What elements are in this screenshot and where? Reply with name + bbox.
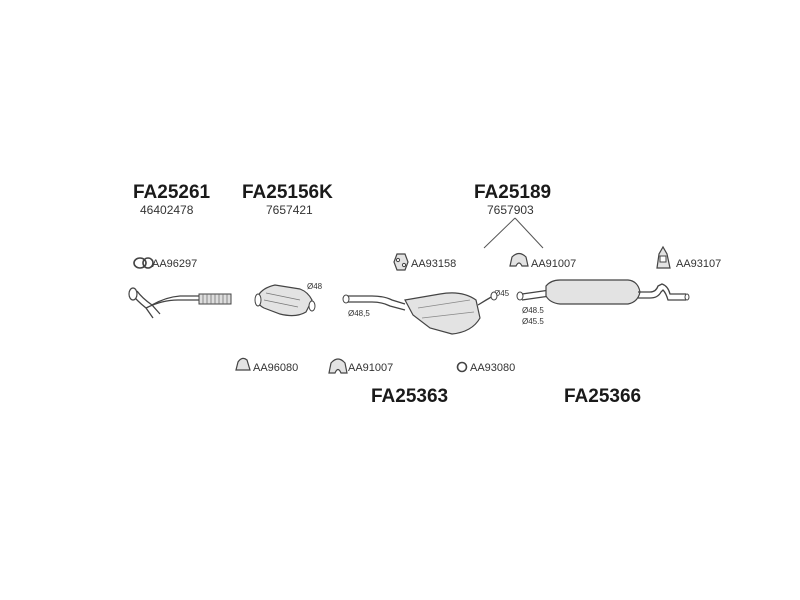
rubber-mount-icon	[393, 253, 409, 271]
front-pipe	[128, 287, 232, 319]
kit-code-fa25363[interactable]: FA25363	[371, 386, 449, 407]
diameter-label: Ø48,5	[348, 309, 370, 318]
accessory-code[interactable]: AA93107	[676, 258, 722, 270]
connector-line	[514, 217, 544, 249]
accessory-code[interactable]: AA93158	[411, 258, 457, 270]
diameter-label: Ø48	[307, 282, 323, 291]
oem-number-46402478: 46402478	[140, 203, 194, 217]
diameter-label: Ø45.5	[522, 317, 544, 326]
rear-silencer	[516, 279, 690, 305]
kit-code-fa25261[interactable]: FA25261	[133, 182, 211, 203]
gasket-icon	[133, 257, 154, 269]
kit-code-fa25156k[interactable]: FA25156K	[242, 182, 333, 203]
kit-code-fa25189[interactable]: FA25189	[474, 182, 552, 203]
diameter-label: Ø48.5	[522, 306, 544, 315]
seal-icon	[235, 357, 251, 371]
clamp-icon	[509, 252, 529, 267]
clamp-icon	[328, 358, 348, 374]
accessory-code[interactable]: AA93080	[470, 362, 516, 374]
connector-line	[483, 217, 516, 249]
kit-code-fa25366[interactable]: FA25366	[564, 386, 642, 407]
accessory-code[interactable]: AA96080	[253, 362, 299, 374]
diameter-label: Ø45	[494, 289, 510, 298]
accessory-code[interactable]: AA91007	[348, 362, 394, 374]
oem-number-7657421: 7657421	[266, 203, 313, 217]
accessory-code[interactable]: AA96297	[152, 258, 198, 270]
ring-icon	[456, 361, 468, 373]
hanger-icon	[656, 245, 671, 269]
oem-number-7657903: 7657903	[487, 203, 534, 217]
catalytic-converter	[254, 284, 316, 317]
accessory-code[interactable]: AA91007	[531, 258, 577, 270]
